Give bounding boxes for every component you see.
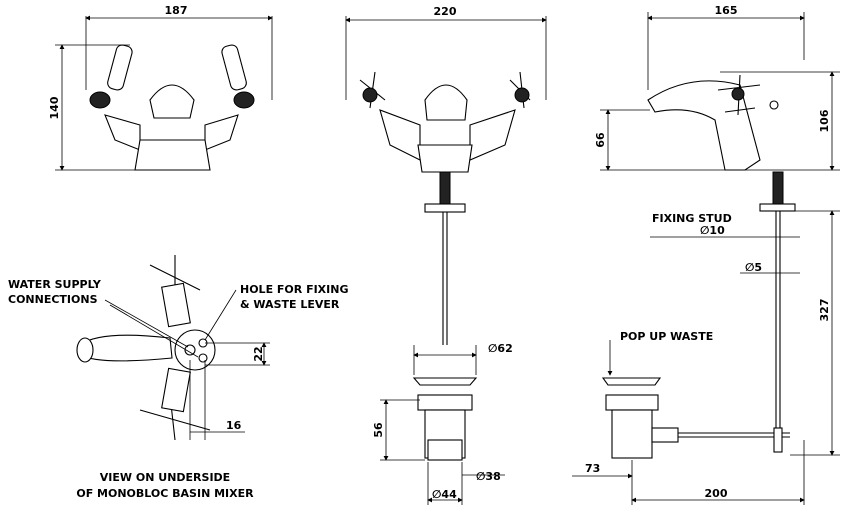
dim-16: 16 [226, 419, 242, 432]
dim-body-dia: ∅38 [476, 470, 501, 483]
water-supply-label-line2: CONNECTIONS [8, 293, 98, 306]
waste-front-view [380, 345, 505, 505]
dim-flange-dia: ∅62 [488, 342, 513, 355]
waste-side-view [572, 340, 840, 505]
dim-rod-dia: ∅5 [745, 261, 762, 274]
dim-200: 200 [705, 487, 728, 500]
fixing-hole-label-line2: & WASTE LEVER [240, 298, 340, 311]
dim-73: 73 [585, 462, 600, 475]
dim-height-66: 66 [594, 132, 607, 148]
dim-width-187: 187 [165, 4, 188, 17]
dim-stud-dia: ∅10 [700, 224, 725, 237]
dim-width-165: 165 [715, 4, 738, 17]
dim-width-220: 220 [434, 5, 457, 18]
underside-view [76, 255, 270, 441]
dim-height-140: 140 [48, 96, 61, 119]
water-supply-label-line1: WATER SUPPLY [8, 278, 102, 291]
side-view-mixer [600, 12, 840, 456]
fixing-hole-label-line1: HOLE FOR FIXING [240, 283, 349, 296]
dim-height-106: 106 [818, 109, 831, 132]
dim-base-dia: ∅44 [432, 488, 457, 501]
front-view-lever-mixer [55, 15, 273, 171]
dim-22: 22 [252, 346, 265, 361]
underside-caption-line2: OF MONOBLOC BASIN MIXER [76, 487, 254, 500]
front-view-cross-mixer [345, 16, 547, 345]
dim-length-327: 327 [818, 299, 831, 322]
fixing-stud-label: FIXING STUD [652, 212, 732, 225]
dim-waste-height: 56 [372, 422, 385, 438]
pop-up-waste-label: POP UP WASTE [620, 330, 713, 343]
underside-caption-line1: VIEW ON UNDERSIDE [100, 471, 230, 484]
